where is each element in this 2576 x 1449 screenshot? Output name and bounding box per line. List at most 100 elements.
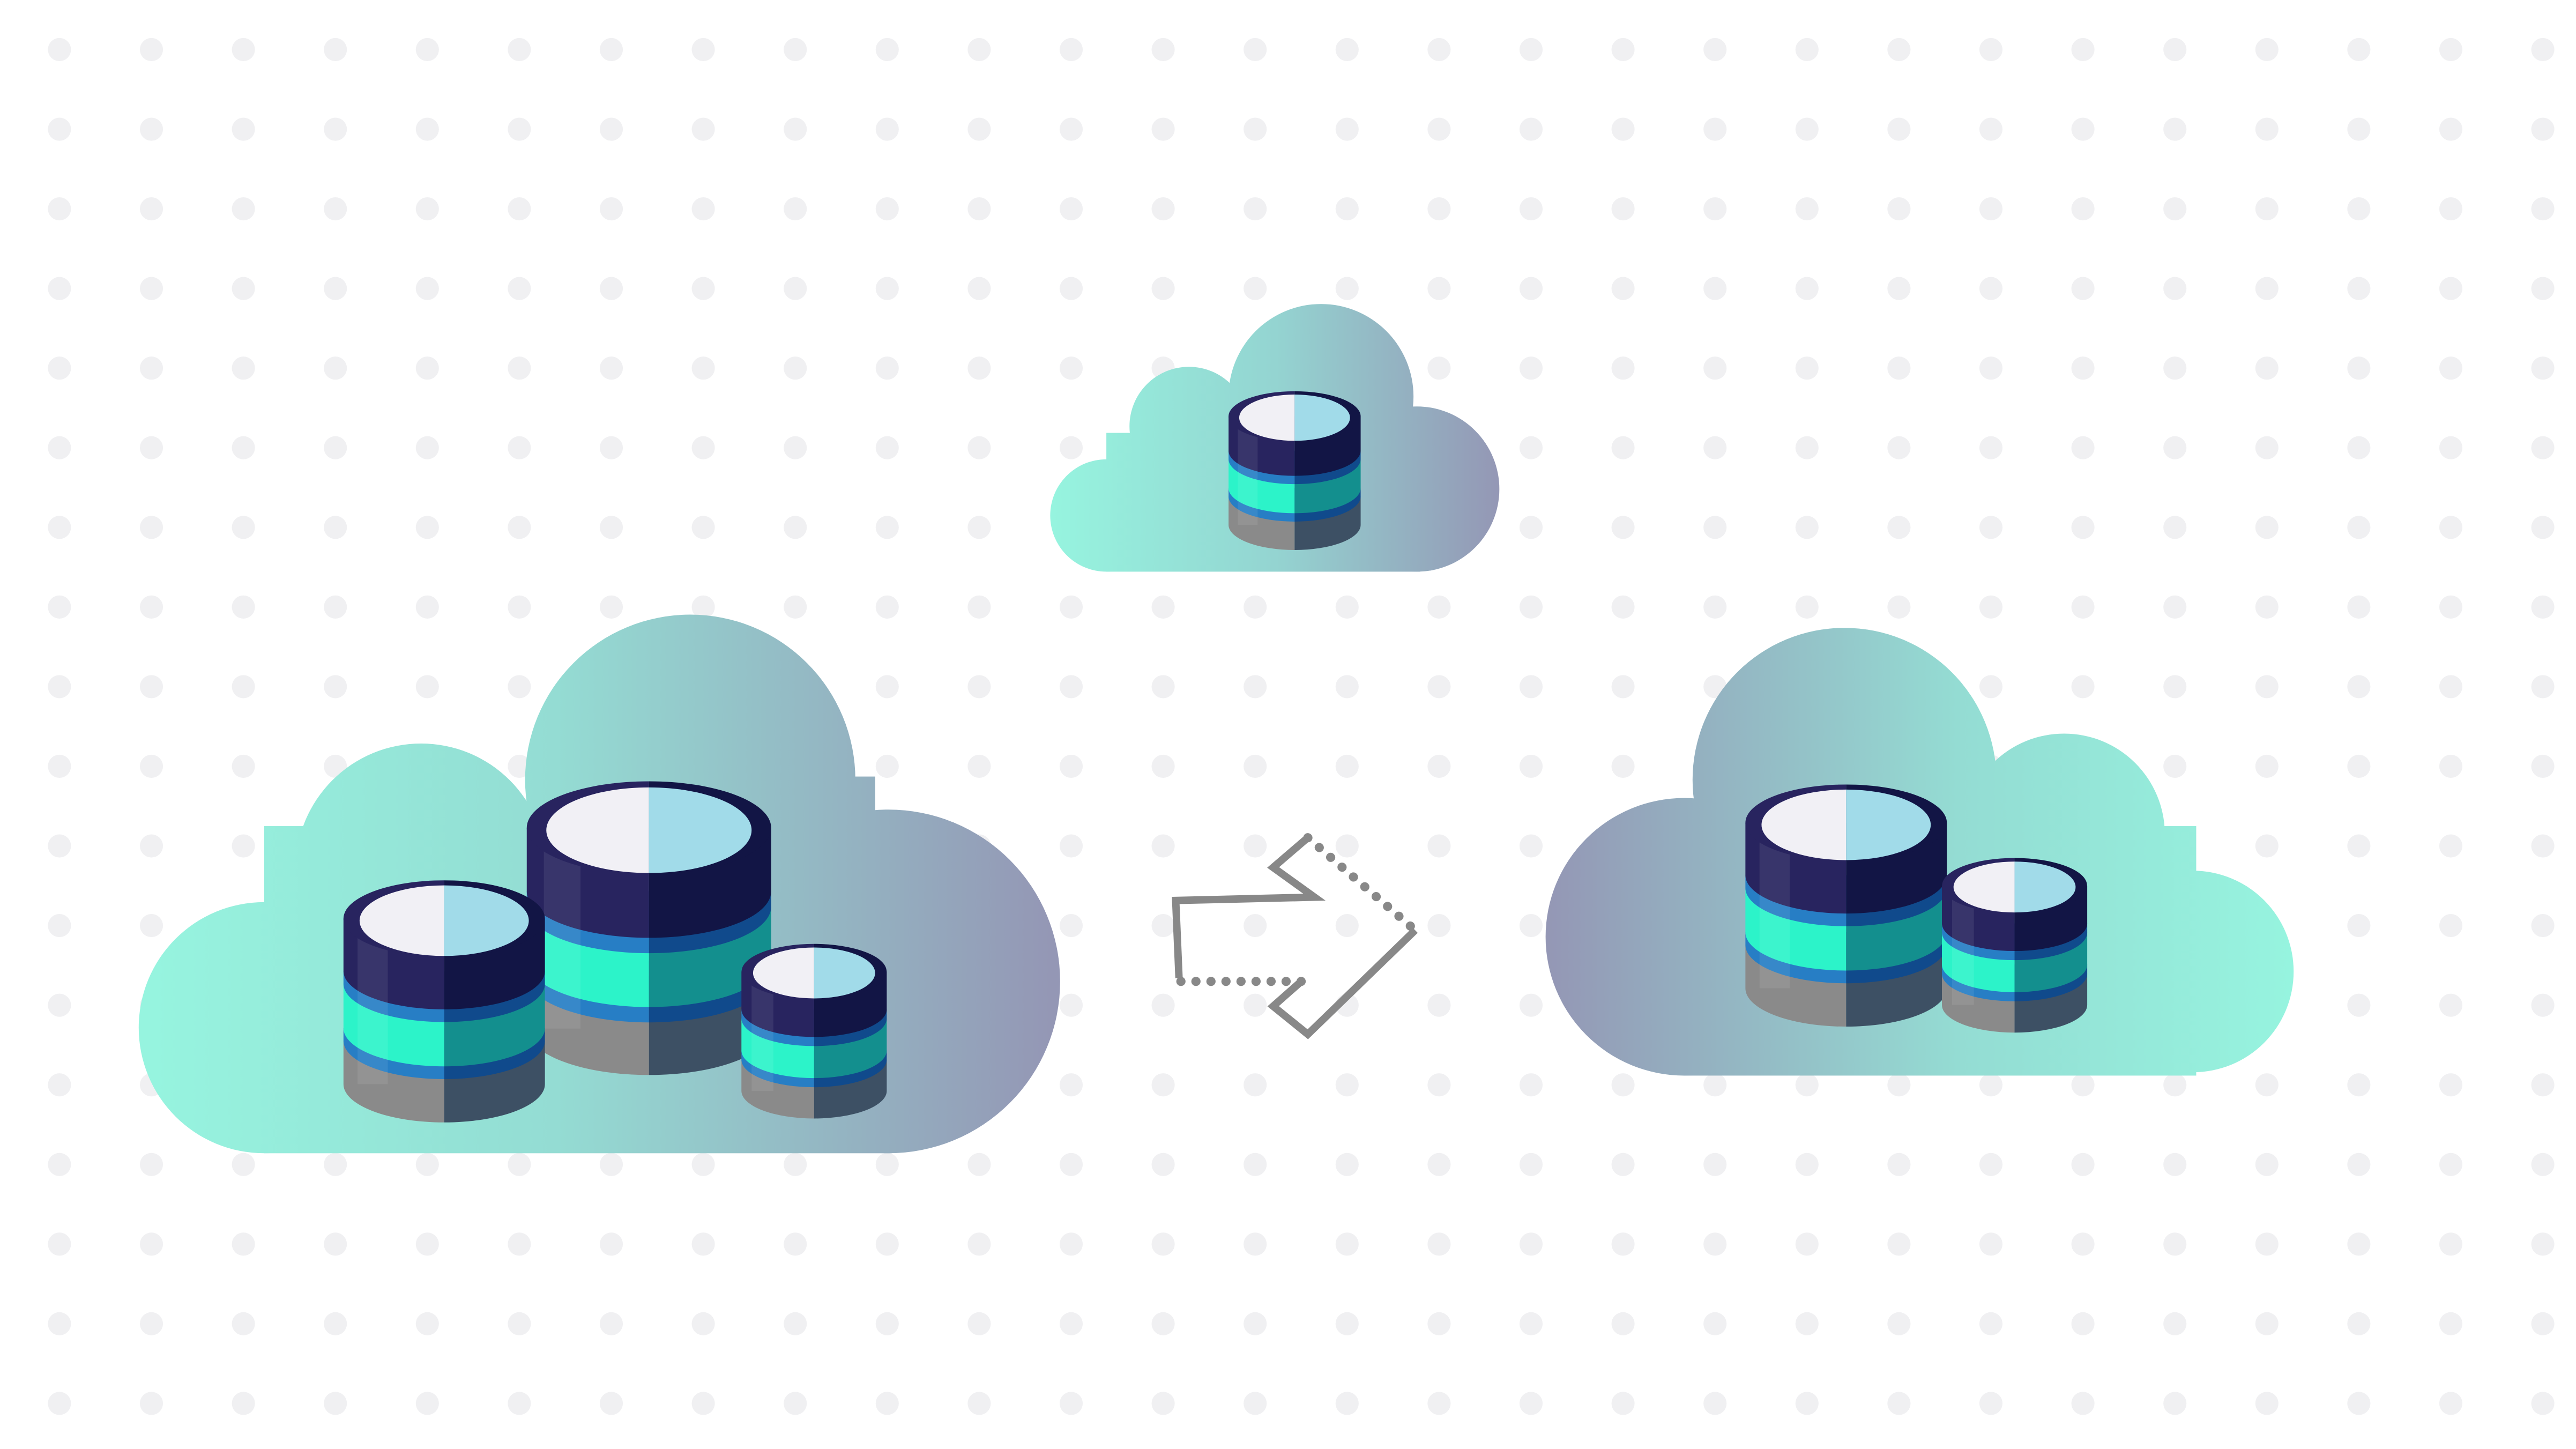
background-dot [1795, 197, 1819, 221]
background-dot [1519, 356, 1543, 380]
background-dot [1887, 197, 1911, 221]
background-dot [232, 197, 255, 221]
background-dot [48, 595, 71, 619]
background-dot [1979, 1073, 2003, 1097]
background-dot [2347, 197, 2371, 221]
background-dot [324, 1232, 347, 1256]
background-dot [2347, 1153, 2371, 1176]
background-dot [48, 1153, 71, 1176]
background-dot [1979, 1153, 2003, 1176]
background-dot [1887, 277, 1911, 300]
background-dot [2255, 436, 2279, 459]
background-dot [2255, 38, 2279, 62]
background-dot [1795, 117, 1819, 141]
background-dot [1427, 38, 1451, 62]
background-dot [1244, 117, 1267, 141]
background-dot [2347, 914, 2371, 938]
background-dot [2347, 834, 2371, 858]
background-dot [1795, 516, 1819, 539]
background-dot [48, 834, 71, 858]
background-dot [691, 277, 715, 300]
background-dot [1059, 277, 1083, 300]
background-dot [967, 117, 991, 141]
background-dot [1795, 38, 1819, 62]
background-dot [1887, 1312, 1911, 1335]
background-dot [2071, 1232, 2095, 1256]
background-dot [2255, 595, 2279, 619]
background-dot [1519, 516, 1543, 539]
background-dot [324, 436, 347, 459]
background-dot [2163, 38, 2187, 62]
transfer-arrow-icon [1171, 833, 1420, 1039]
background-dot [2531, 356, 2555, 380]
background-dot [324, 516, 347, 539]
background-dot [232, 1232, 255, 1256]
background-dot [691, 436, 715, 459]
background-dot [324, 117, 347, 141]
background-dot [1335, 595, 1359, 619]
background-dot [2071, 1312, 2095, 1335]
background-dot [1059, 117, 1083, 141]
background-dot [232, 356, 255, 380]
background-dot [1151, 595, 1175, 619]
background-dot [1795, 356, 1819, 380]
background-dot [1611, 595, 1635, 619]
background-dot [139, 1153, 163, 1176]
background-dot [2439, 1392, 2463, 1415]
background-dot [1703, 277, 1727, 300]
background-dot [967, 1153, 991, 1176]
background-dot [1979, 1232, 2003, 1256]
background-dot [232, 595, 255, 619]
background-dot [1611, 277, 1635, 300]
background-dot [508, 38, 531, 62]
background-dot [2531, 754, 2555, 778]
background-dot [784, 117, 807, 141]
background-dot [1335, 1232, 1359, 1256]
background-dot [784, 356, 807, 380]
background-dot [1151, 1073, 1175, 1097]
background-dot [1151, 38, 1175, 62]
background-dot [415, 1312, 439, 1335]
background-dot [2163, 754, 2187, 778]
background-dot [415, 117, 439, 141]
background-dot [508, 516, 531, 539]
background-dot [48, 1312, 71, 1335]
background-dot [139, 1312, 163, 1335]
background-dot [2531, 516, 2555, 539]
background-dot [1887, 1153, 1911, 1176]
background-dot [691, 1312, 715, 1335]
background-dot [967, 754, 991, 778]
background-dot [875, 675, 899, 699]
background-dot [48, 38, 71, 62]
background-dot [691, 197, 715, 221]
background-dot [1795, 1153, 1819, 1176]
background-dot [2531, 675, 2555, 699]
background-dot [508, 1392, 531, 1415]
background-dot [1427, 834, 1451, 858]
background-dot [1059, 834, 1083, 858]
background-dot [2347, 1232, 2371, 1256]
background-dot [1887, 117, 1911, 141]
background-dot [2255, 516, 2279, 539]
background-dot [1519, 675, 1543, 699]
background-dot [599, 436, 623, 459]
background-dot [48, 754, 71, 778]
background-dot [324, 1312, 347, 1335]
background-dot [2439, 197, 2463, 221]
background-dot [232, 516, 255, 539]
background-dot [1151, 1312, 1175, 1335]
background-dot [1611, 516, 1635, 539]
background-dot [1979, 516, 2003, 539]
background-dot [691, 356, 715, 380]
background-dot [508, 356, 531, 380]
background-dot [2255, 117, 2279, 141]
background-dot [1519, 993, 1543, 1017]
background-dot [1427, 1392, 1451, 1415]
background-dot [784, 1312, 807, 1335]
background-dot [1979, 1312, 2003, 1335]
background-dot [784, 1392, 807, 1415]
background-dot [2531, 993, 2555, 1017]
background-dot [2163, 117, 2187, 141]
background-dot [2347, 754, 2371, 778]
background-dot [2071, 1153, 2095, 1176]
